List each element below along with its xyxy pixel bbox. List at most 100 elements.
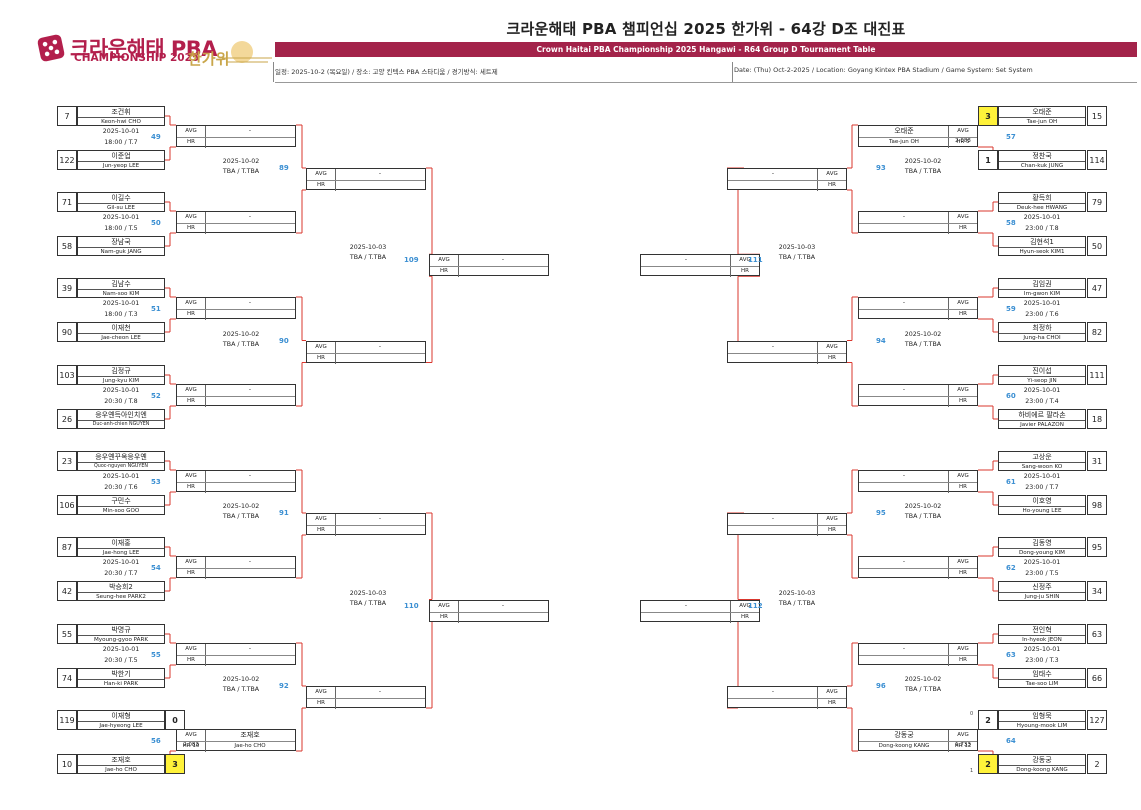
avg-label: AVG [730, 600, 759, 613]
match-date: 2025-10-01 [102, 387, 140, 394]
match-date: 2025-10-01 [102, 300, 140, 307]
player-name-ko: 장남국 [111, 238, 131, 246]
player-name-ko: 하비에르 팔라손 [1018, 411, 1066, 419]
match-number: 61 [1006, 478, 1016, 486]
player-name-ko: 정찬국 [1032, 152, 1052, 160]
match-date: 2025-10-02 [222, 330, 260, 338]
player-seed: 71 [57, 192, 77, 212]
player-name-en: Jae-hyeong LEE [78, 721, 164, 730]
match-time: 23:00 / T.6 [1025, 311, 1059, 318]
match-time: TBA / T.TBA [904, 513, 942, 520]
match-number: 56 [151, 737, 161, 745]
avg-label: AVG [430, 255, 459, 268]
player-name-en: Seung-hee PARK2 [78, 592, 164, 601]
player-seed: 34 [1087, 581, 1107, 601]
player-seed: 111 [1087, 365, 1107, 385]
match-time: TBA / T.TBA [222, 340, 260, 348]
match-time: TBA / T.TBA [904, 168, 942, 175]
avg-value: - [335, 514, 425, 526]
player-name-en: Jae-ho CHO [78, 765, 164, 774]
match-number: 62 [1006, 564, 1016, 572]
avg-label: AVG [177, 212, 206, 224]
player-name-en: Ho-young LEE [999, 506, 1085, 515]
player-name-en: Jung-ju SHIN [999, 592, 1085, 601]
avg-value: - [859, 298, 949, 310]
avg-value: - [859, 471, 949, 483]
player-seed: 47 [1087, 278, 1107, 298]
player-name-ko: 구민수 [111, 497, 131, 505]
match-date: 2025-10-02 [904, 330, 942, 338]
match-date: 2025-10-01 [102, 128, 140, 135]
player-name-ko: 응우옌득아인치엔 [95, 411, 147, 419]
player-name-ko: 오태준 [1032, 108, 1052, 116]
player-name-en: Jung-ha CHOI [999, 333, 1085, 342]
avg-value: - [205, 644, 295, 656]
avg-value: - [205, 385, 295, 397]
player-name-en: Sang-woon KO [999, 462, 1085, 471]
avg-value: - [641, 601, 731, 613]
match-date: 2025-10-03 [778, 244, 816, 252]
player-name-en: Jae-hong LEE [78, 548, 164, 557]
match-time: 23:00 / T.7 [1025, 484, 1059, 491]
avg-label: AVG [948, 212, 977, 224]
avg-value: - [728, 687, 818, 699]
match-date: 2025-10-03 [349, 244, 387, 252]
player-name-en: Jung-kyu KIM [78, 376, 164, 385]
result-winner-name: 조재호 [205, 730, 295, 742]
player-seed: 87 [57, 537, 77, 557]
player-score: 0 [165, 710, 185, 730]
avg-label: AVG [177, 644, 206, 656]
player-name-ko: 고상운 [1032, 453, 1052, 461]
logo-mark-icon [36, 33, 66, 63]
match-number: 51 [151, 305, 161, 313]
match-number: 95 [876, 509, 886, 517]
player-seed: 18 [1087, 409, 1107, 429]
match-time: 20:30 / T.6 [104, 484, 138, 491]
event-info-en: Date: (Thu) Oct-2-2025 / Location: Goyan… [734, 66, 1033, 74]
avg-value: - [335, 687, 425, 699]
divider [732, 62, 733, 82]
player-name-en: Myoung-gyoo PARK [78, 635, 164, 644]
divider [275, 82, 1137, 83]
hr-label: HR [817, 352, 846, 364]
player-name-en: Duc-anh-chien NGUYEN [78, 420, 164, 429]
page-subtitle-band: Crown Haitai PBA Championship 2025 Hanga… [275, 42, 1137, 57]
player-name-en: Nam-guk JANG [78, 247, 164, 256]
match-number: 58 [1006, 219, 1016, 227]
player-name-ko: 김임권 [1032, 280, 1052, 288]
player-name-en: Dong-young KIM [999, 548, 1085, 557]
player-name-ko: 이재홍 [111, 539, 131, 547]
player-name-ko: 박한기 [111, 670, 131, 678]
player-seed: 114 [1087, 150, 1107, 170]
match-date: 2025-10-02 [222, 676, 260, 683]
match-number: 49 [151, 133, 161, 141]
avg-value: - [641, 255, 731, 268]
player-name-ko: 강동궁 [1032, 756, 1052, 764]
player-seed: 58 [57, 236, 77, 256]
match-time: 18:00 / T.5 [104, 225, 138, 232]
avg-value: - [859, 557, 949, 569]
hr-label: HR [177, 137, 206, 148]
match-time: TBA / T.TBA [904, 686, 942, 693]
match-date: 2025-10-01 [102, 646, 140, 653]
result-winner-name: 오태준 [859, 126, 949, 138]
avg-label: AVG [948, 557, 977, 569]
avg-value: - [335, 169, 425, 181]
player-name-ko: 박승희2 [109, 583, 133, 591]
avg-label: AVG [817, 169, 846, 181]
